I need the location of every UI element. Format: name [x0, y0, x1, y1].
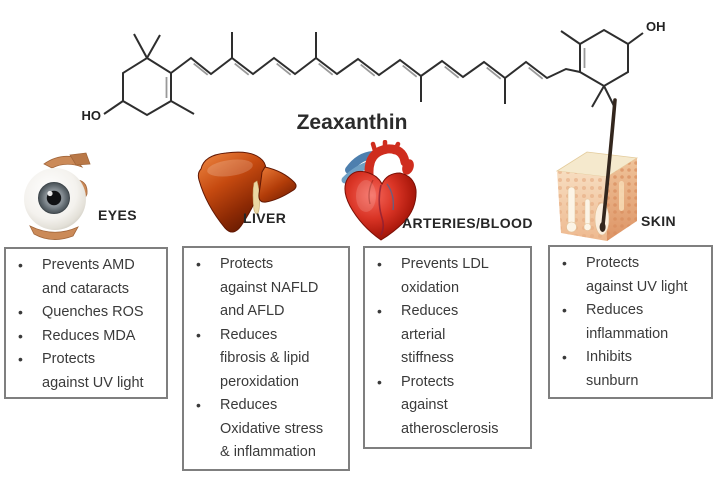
skin-icon	[555, 98, 639, 241]
aorta	[364, 140, 414, 179]
bullet-dot: •	[18, 257, 23, 273]
double-bond-lines	[165, 48, 586, 98]
liver-right-lobe	[258, 166, 297, 203]
benefit-item: • Prevents LDL oxidation	[369, 253, 526, 300]
benefit-text: Reduces Oxidative stress & inflammation	[220, 397, 324, 460]
label-skin: SKIN	[641, 213, 677, 229]
benefit-item: • Reduces fibrosis & lipid peroxidation	[188, 324, 344, 395]
benefit-text: Protects against NAFLD and AFLD	[220, 256, 319, 319]
bullet-dot: •	[562, 302, 567, 318]
benefit-item: • Protects against atherosclerosis	[369, 371, 526, 442]
benefit-text: Reduces fibrosis & lipid peroxidation	[220, 326, 310, 390]
benefit-item: • Protects against UV light	[10, 348, 162, 395]
zeaxanthin-structure: HO OH Zeaxanthin	[82, 19, 666, 134]
label-eyes: EYES	[98, 207, 137, 223]
benefit-list-liver: • Protects against NAFLD and AFLD • Redu…	[188, 253, 344, 465]
ho-label: HO	[82, 108, 102, 123]
label-liver: LIVER	[243, 210, 287, 226]
skeletal-bonds	[103, 28, 644, 117]
benefit-text: Protects against atherosclerosis	[401, 373, 499, 437]
benefits-box-skin: • Protects against UV light • Reduces in…	[548, 245, 713, 399]
benefit-text: Reduces MDA	[42, 327, 136, 344]
bullet-dot: •	[18, 304, 23, 320]
benefits-box-arteries-blood: • Prevents LDL oxidation • Reduces arter…	[363, 246, 532, 449]
bullet-dot: •	[18, 351, 23, 367]
benefits-box-eyes: • Prevents AMD and cataracts • Quenches …	[4, 247, 168, 399]
benefit-item: • Protects against NAFLD and AFLD	[188, 253, 344, 324]
hair	[599, 98, 617, 232]
benefit-list-eyes: • Prevents AMD and cataracts • Quenches …	[10, 254, 162, 395]
surface-veins	[368, 179, 395, 236]
benefit-text: Reduces arterial stiffness	[401, 303, 459, 366]
benefit-item: • Reduces inflammation	[554, 299, 707, 346]
benefit-item: • Reduces arterial stiffness	[369, 300, 526, 371]
heart-highlight	[356, 180, 376, 212]
benefit-text: Prevents AMD and cataracts	[42, 257, 135, 297]
eye-highlight	[47, 190, 53, 197]
oh-label: OH	[646, 19, 666, 34]
bullet-dot: •	[562, 349, 567, 365]
benefit-list-skin: • Protects against UV light • Reduces in…	[554, 252, 707, 393]
bullet-dot: •	[377, 373, 382, 390]
eye-icon	[24, 152, 91, 240]
benefit-item: • Reduces MDA	[10, 325, 162, 349]
molecule-name: Zeaxanthin	[297, 111, 408, 134]
heart-icon	[341, 140, 417, 241]
benefit-item: • Quenches ROS	[10, 301, 162, 325]
benefit-text: Protects against UV light	[42, 351, 144, 391]
liver-highlight	[207, 159, 253, 177]
bullet-dot: •	[18, 327, 23, 344]
bullet-dot: •	[196, 397, 201, 413]
benefit-text: Inhibits sunburn	[586, 349, 639, 389]
bullet-dot: •	[196, 326, 201, 343]
label-arteries-blood: ARTERIES/BLOOD	[402, 215, 533, 231]
bullet-dot: •	[377, 303, 382, 319]
benefit-item: • Prevents AMD and cataracts	[10, 254, 162, 301]
benefit-item: • Reduces Oxidative stress & inflammatio…	[188, 394, 344, 465]
benefit-text: Prevents LDL oxidation	[401, 256, 489, 296]
bullet-dot: •	[377, 256, 382, 272]
benefit-item: • Protects against UV light	[554, 252, 707, 299]
benefit-text: Protects against UV light	[586, 255, 688, 295]
benefit-item: • Inhibits sunburn	[554, 346, 707, 393]
benefit-list-arteries-blood: • Prevents LDL oxidation • Reduces arter…	[369, 253, 526, 441]
benefit-text: Reduces inflammation	[586, 302, 669, 342]
liver-icon	[197, 151, 297, 233]
bullet-dot: •	[562, 255, 567, 271]
bullet-dot: •	[196, 256, 201, 272]
heart-body	[344, 170, 417, 241]
benefits-box-liver: • Protects against NAFLD and AFLD • Redu…	[182, 246, 350, 471]
benefit-text: Quenches ROS	[42, 304, 144, 320]
